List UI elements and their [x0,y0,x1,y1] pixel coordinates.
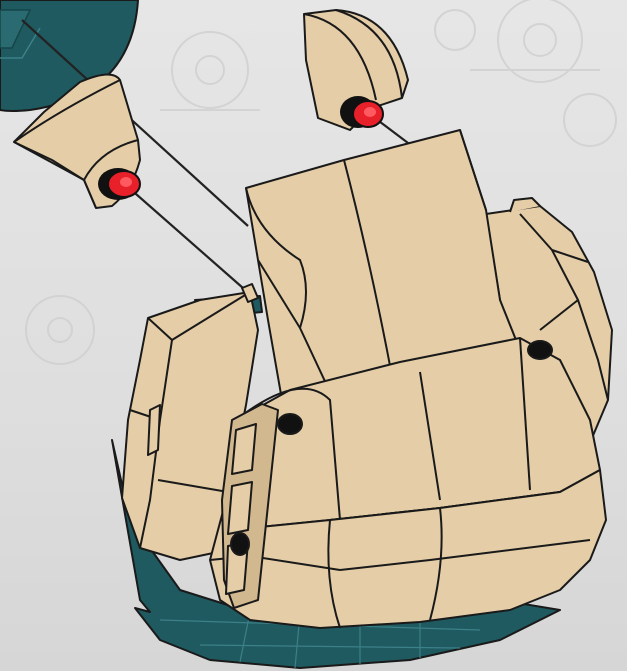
assembly-body-icon [112,130,612,668]
red-pin-left-icon [98,168,140,200]
